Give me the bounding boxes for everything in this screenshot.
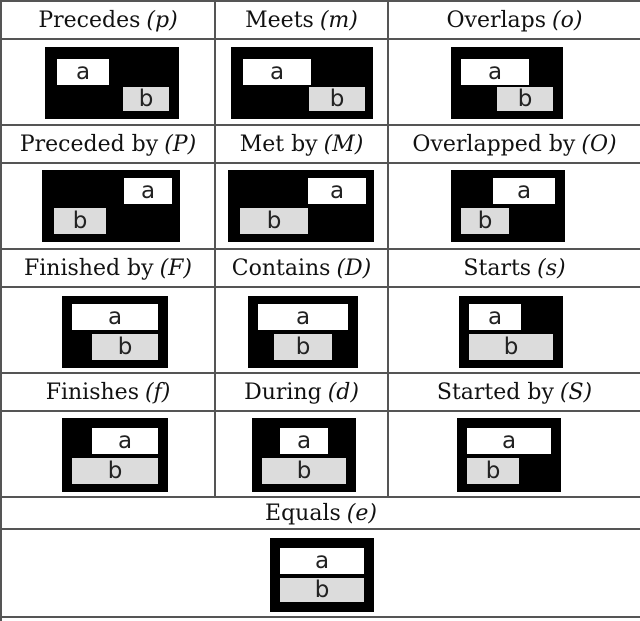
diagram-precedes: a b [45, 47, 179, 119]
diagram-cell-finishes: a b [2, 412, 216, 498]
interval-b: b [70, 456, 160, 486]
diagram-met-by: a b [228, 170, 374, 242]
interval-b: b [52, 206, 108, 236]
diagram-finishes: a b [62, 418, 168, 492]
interval-a: a [459, 57, 531, 87]
diagram-meets: a b [231, 47, 373, 119]
interval-b: b [465, 456, 521, 486]
interval-a: a [55, 57, 111, 87]
header-met-by: Met by(M) [216, 126, 389, 164]
interval-b: b [260, 456, 348, 486]
interval-b: b [459, 206, 511, 236]
diagram-contains: a b [248, 296, 358, 368]
diagram-during: a b [252, 418, 356, 492]
diagram-starts: a b [459, 296, 563, 368]
diagram-cell-during: a b [216, 412, 389, 498]
interval-a: a [256, 302, 350, 332]
header-starts: Starts(s) [389, 250, 640, 288]
diagram-cell-started-by: a b [389, 412, 640, 498]
diagram-cell-overlaps: a b [389, 40, 640, 126]
interval-b: b [495, 85, 555, 113]
interval-b: b [278, 576, 366, 604]
diagram-cell-overlapped-by: a b [389, 164, 640, 250]
diagram-cell-finished-by: a b [2, 288, 216, 374]
diagram-cell-met-by: a b [216, 164, 389, 250]
diagram-cell-starts: a b [389, 288, 640, 374]
header-equals: Equals(e) [2, 498, 640, 530]
header-started-by: Started by(S) [389, 374, 640, 412]
interval-b: b [238, 206, 310, 236]
diagram-cell-meets: a b [216, 40, 389, 126]
interval-a: a [241, 57, 313, 87]
diagram-overlaps: a b [451, 47, 563, 119]
interval-b: b [90, 332, 160, 362]
interval-a: a [70, 302, 160, 332]
diagram-cell-contains: a b [216, 288, 389, 374]
header-overlapped-by: Overlapped by(O) [389, 126, 640, 164]
interval-b: b [121, 85, 171, 113]
header-finished-by: Finished by(F) [2, 250, 216, 288]
interval-a: a [306, 176, 368, 206]
diagram-cell-equals: a b [2, 530, 640, 618]
header-preceded-by: Preceded by(P) [2, 126, 216, 164]
diagram-cell-preceded-by: a b [2, 164, 216, 250]
interval-a: a [278, 426, 330, 456]
header-meets: Meets(m) [216, 2, 389, 40]
header-overlaps: Overlaps(o) [389, 2, 640, 40]
diagram-preceded-by: a b [42, 170, 180, 242]
header-contains: Contains(D) [216, 250, 389, 288]
diagram-started-by: a b [457, 418, 561, 492]
interval-a: a [278, 546, 366, 576]
diagram-overlapped-by: a b [451, 170, 565, 242]
interval-b: b [467, 332, 555, 362]
interval-b: b [307, 85, 367, 113]
header-precedes: Precedes(p) [2, 2, 216, 40]
interval-a: a [467, 302, 523, 332]
interval-a: a [90, 426, 160, 456]
interval-b: b [272, 332, 334, 362]
interval-a: a [491, 176, 557, 206]
interval-a: a [465, 426, 553, 456]
header-finishes: Finishes(f) [2, 374, 216, 412]
interval-a: a [122, 176, 174, 206]
diagram-cell-precedes: a b [2, 40, 216, 126]
diagram-equals: a b [270, 538, 374, 612]
diagram-finished-by: a b [62, 296, 168, 368]
header-during: During(d) [216, 374, 389, 412]
